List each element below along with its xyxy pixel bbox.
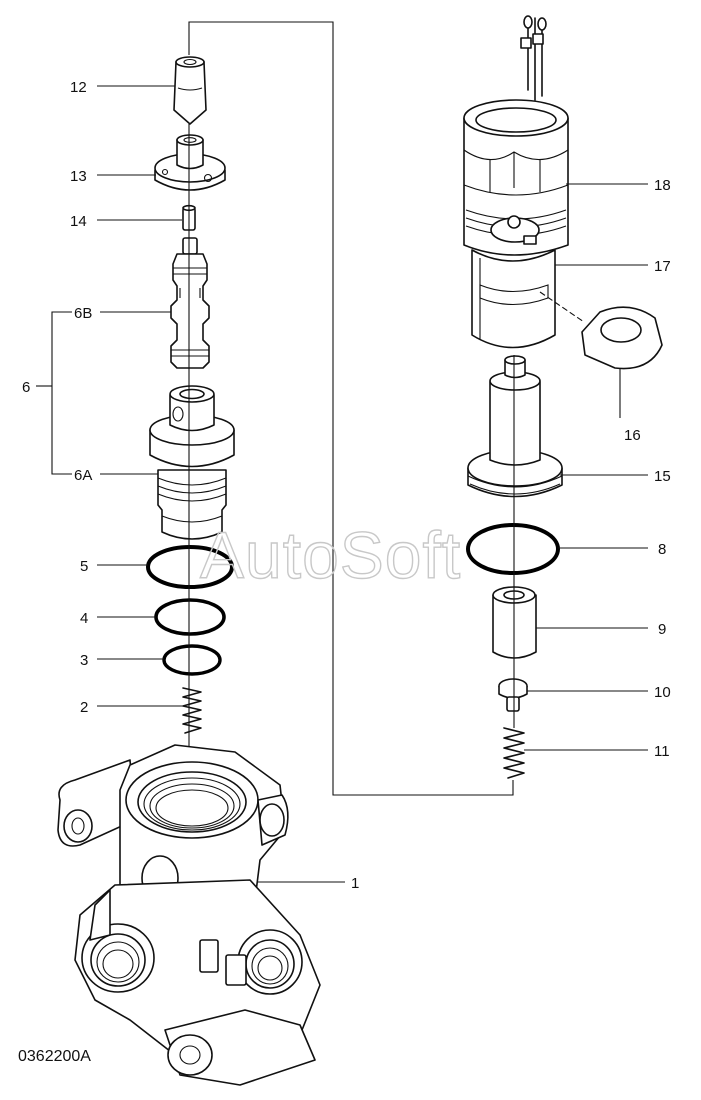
callout-11: 11 [654,743,670,760]
callout-2: 2 [80,699,88,716]
part-5-o-ring [146,545,234,589]
part-2-spring [182,687,202,734]
part-12-nozzle [173,56,207,125]
part-4-o-ring [154,598,226,636]
part-11-spring [503,727,525,779]
callout-13: 13 [70,168,87,185]
part-10-poppet [498,678,528,712]
callout-16: 16 [624,427,641,444]
part-16-shim [581,306,663,370]
assembly-route-line [188,21,514,796]
callout-9: 9 [658,621,666,638]
callout-4: 4 [80,610,88,627]
part-13-flange-collar [154,134,226,191]
callout-6: 6 [22,379,30,396]
drawing-code: 0362200A [18,1048,91,1065]
part-1-housing [57,744,321,1086]
watermark: AutoSoft [200,518,461,592]
leader-lines [36,85,648,883]
callout-14: 14 [70,213,87,230]
callout-5: 5 [80,558,88,575]
callout-6a: 6A [74,467,92,484]
callout-17: 17 [654,258,671,275]
callout-8: 8 [658,541,666,558]
callout-18: 18 [654,177,671,194]
part-15-plunger-base [467,355,563,498]
callout-3: 3 [80,652,88,669]
callout-15: 15 [654,468,671,485]
callout-10: 10 [654,684,671,701]
callout-6b: 6B [74,305,92,322]
part-6a-valve-insert [149,385,235,540]
part-17-coil-body [471,249,556,349]
part-6b-stem [170,237,210,369]
callout-1: 1 [351,875,359,892]
callout-12: 12 [70,79,87,96]
part-3-o-ring [162,644,222,676]
part-8-o-ring [466,523,560,575]
part-18-solenoid-cap [463,15,569,256]
